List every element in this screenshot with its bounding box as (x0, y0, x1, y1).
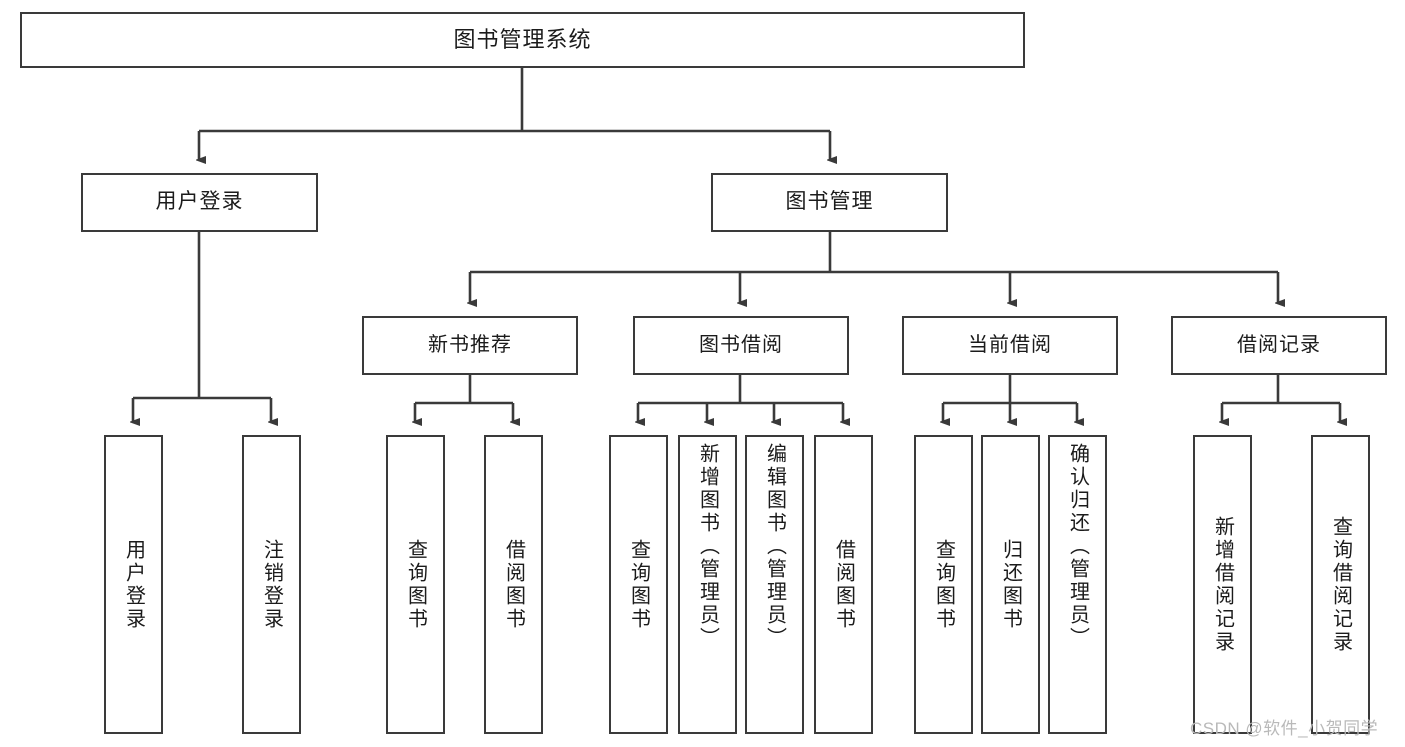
node-book-borrow[interactable]: 图书借阅 (633, 316, 849, 375)
leaf-borrow-add-book-admin[interactable]: 新增图书（管理员） (678, 435, 737, 734)
leaf-recommend-query-book-label: 查询图书 (404, 538, 427, 631)
leaf-records-query-record-label: 查询借阅记录 (1329, 515, 1352, 654)
leaf-records-query-record-wrap: 查询借阅记录 (1313, 437, 1368, 732)
leaf-records-add-record-label: 新增借阅记录 (1211, 515, 1234, 654)
leaf-current-return-book-label: 归还图书 (999, 538, 1022, 631)
leaf-user-login-signin[interactable]: 用户登录 (104, 435, 163, 734)
leaf-borrow-add-book-admin-wrap: 新增图书（管理员） (680, 437, 735, 738)
leaf-recommend-query-book[interactable]: 查询图书 (386, 435, 445, 734)
leaf-borrow-edit-book-admin[interactable]: 编辑图书（管理员） (745, 435, 804, 734)
leaf-current-query-book-label: 查询图书 (932, 538, 955, 631)
leaf-current-query-book[interactable]: 查询图书 (914, 435, 973, 734)
node-borrow-records[interactable]: 借阅记录 (1171, 316, 1387, 375)
leaf-borrow-borrow-book-label: 借阅图书 (832, 538, 855, 631)
leaf-records-query-record[interactable]: 查询借阅记录 (1311, 435, 1370, 734)
node-user-login-label: 用户登录 (155, 190, 244, 214)
leaf-current-query-book-wrap: 查询图书 (916, 437, 971, 732)
leaf-borrow-edit-book-admin-label: 编辑图书（管理员） (763, 443, 786, 650)
node-user-login[interactable]: 用户登录 (81, 173, 318, 232)
node-root-label: 图书管理系统 (453, 27, 592, 53)
leaf-user-login-signout-label: 注销登录 (260, 538, 283, 631)
leaf-current-confirm-return-admin[interactable]: 确认归还（管理员） (1048, 435, 1107, 734)
leaf-records-add-record-wrap: 新增借阅记录 (1195, 437, 1250, 732)
node-current-borrow[interactable]: 当前借阅 (902, 316, 1118, 375)
leaf-borrow-borrow-book-wrap: 借阅图书 (816, 437, 871, 732)
node-book-borrow-label: 图书借阅 (699, 333, 783, 356)
leaf-user-login-signin-label: 用户登录 (122, 538, 145, 631)
leaf-current-return-book-wrap: 归还图书 (983, 437, 1038, 732)
node-current-borrow-label: 当前借阅 (968, 333, 1052, 356)
leaf-user-login-signin-wrap: 用户登录 (106, 437, 161, 732)
leaf-recommend-query-book-wrap: 查询图书 (388, 437, 443, 732)
watermark-text: CSDN @软件_小贺同学 (1190, 719, 1379, 738)
leaf-recommend-borrow-book-label: 借阅图书 (502, 538, 525, 631)
leaf-user-login-signout-wrap: 注销登录 (244, 437, 299, 732)
node-new-book-recommend-label: 新书推荐 (428, 333, 512, 356)
node-new-book-recommend[interactable]: 新书推荐 (362, 316, 578, 375)
leaf-current-confirm-return-admin-wrap: 确认归还（管理员） (1050, 437, 1105, 738)
leaf-borrow-add-book-admin-label: 新增图书（管理员） (696, 443, 719, 650)
node-borrow-records-label: 借阅记录 (1237, 333, 1321, 356)
leaf-user-login-signout[interactable]: 注销登录 (242, 435, 301, 734)
leaf-borrow-query-book-wrap: 查询图书 (611, 437, 666, 732)
leaf-borrow-edit-book-admin-wrap: 编辑图书（管理员） (747, 437, 802, 738)
leaf-borrow-query-book[interactable]: 查询图书 (609, 435, 668, 734)
leaf-recommend-borrow-book-wrap: 借阅图书 (486, 437, 541, 732)
leaf-recommend-borrow-book[interactable]: 借阅图书 (484, 435, 543, 734)
leaf-borrow-query-book-label: 查询图书 (627, 538, 650, 631)
leaf-current-return-book[interactable]: 归还图书 (981, 435, 1040, 734)
node-book-management-label: 图书管理 (785, 190, 874, 214)
leaf-records-add-record[interactable]: 新增借阅记录 (1193, 435, 1252, 734)
node-book-management[interactable]: 图书管理 (711, 173, 948, 232)
node-root-system[interactable]: 图书管理系统 (20, 12, 1025, 68)
leaf-borrow-borrow-book[interactable]: 借阅图书 (814, 435, 873, 734)
leaf-current-confirm-return-admin-label: 确认归还（管理员） (1066, 443, 1089, 650)
